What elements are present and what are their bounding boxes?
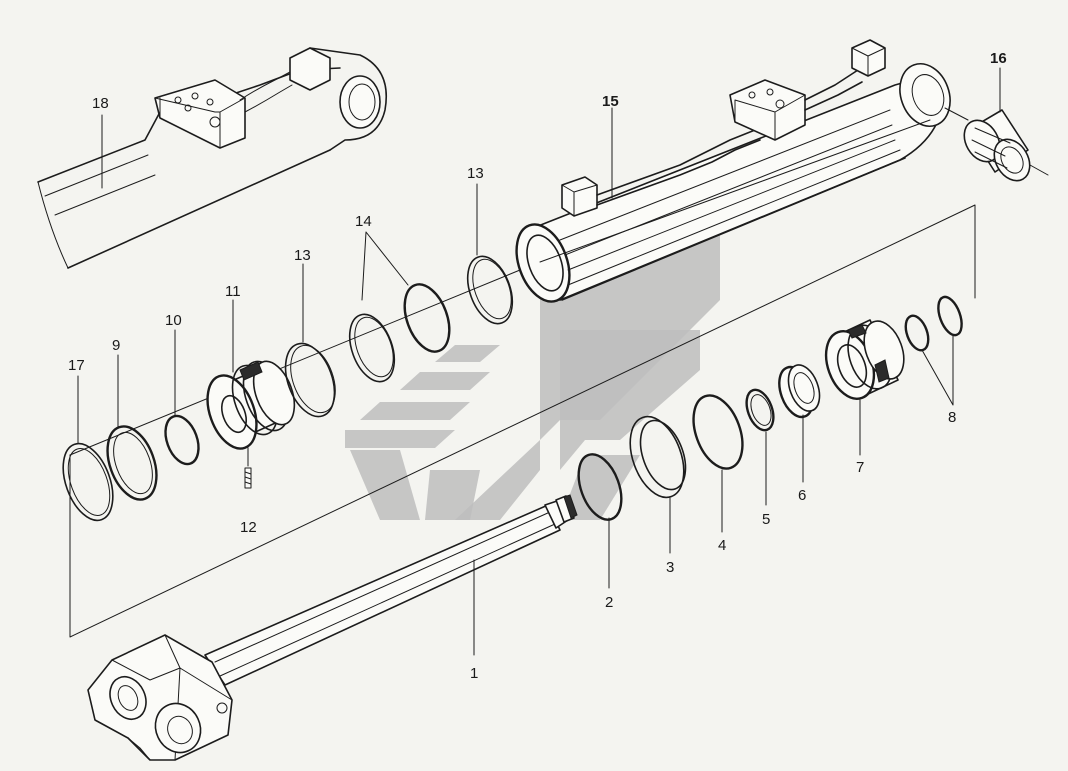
callout-10: 10 <box>165 312 182 329</box>
part-16-bushing <box>944 67 1049 182</box>
callout-2: 2 <box>605 594 613 611</box>
part-12-screw <box>244 447 252 489</box>
logo-watermark-icon <box>345 235 720 520</box>
part-1-piston-rod <box>87 494 578 761</box>
callout-16: 16 <box>990 50 1007 67</box>
part-17-ring <box>62 375 114 522</box>
part-18-detail-cylinder <box>37 47 387 269</box>
part-13-right-ring <box>466 183 514 325</box>
callout-15: 15 <box>602 93 619 110</box>
part-13-left-ring <box>284 263 336 418</box>
callout-13-left: 13 <box>294 247 311 264</box>
assembly-frame-lines <box>69 119 976 638</box>
part-6-bushing-ring <box>778 364 821 483</box>
part-7-guide-bush <box>824 319 905 456</box>
callout-1: 1 <box>470 665 478 682</box>
part-11-piston <box>206 299 296 450</box>
callout-12: 12 <box>240 519 257 536</box>
part-5-ring <box>745 388 775 506</box>
part-10-o-ring <box>164 329 200 466</box>
part-9-seal-ring <box>106 354 158 501</box>
callout-9: 9 <box>112 337 120 354</box>
part-8-rings <box>904 295 963 406</box>
callout-7: 7 <box>856 459 864 476</box>
part-3-seal <box>629 415 687 554</box>
callout-3: 3 <box>666 559 674 576</box>
callout-8: 8 <box>948 409 956 426</box>
callout-14: 14 <box>355 213 372 230</box>
callout-5: 5 <box>762 511 770 528</box>
part-14-rings <box>348 231 451 383</box>
callout-13-right: 13 <box>467 165 484 182</box>
callout-18: 18 <box>92 95 109 112</box>
callout-labels: 1 2 3 4 5 6 7 8 9 10 11 12 13 13 14 15 1… <box>68 50 1007 682</box>
part-4-o-ring <box>692 394 744 533</box>
callout-11: 11 <box>225 283 241 300</box>
part-2-ring <box>577 453 623 589</box>
part-15-cylinder-barrel <box>515 39 951 303</box>
callout-4: 4 <box>718 537 726 554</box>
callout-17: 17 <box>68 357 85 374</box>
callout-6: 6 <box>798 487 806 504</box>
